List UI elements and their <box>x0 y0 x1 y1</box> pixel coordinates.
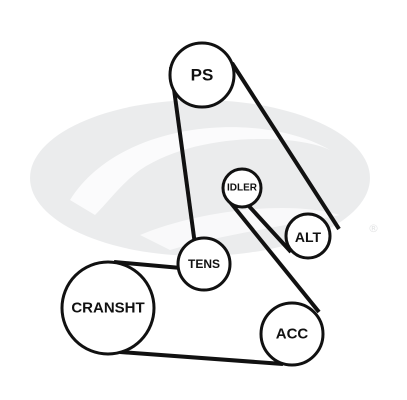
belt-span-ps-tens <box>169 66 198 253</box>
pulley-ps: PS <box>168 41 236 109</box>
belt-span-idler-acc <box>224 195 321 314</box>
pulley-label-alt: ALT <box>295 229 322 245</box>
belt-span-tens-cransht <box>113 260 182 270</box>
belt-span-cransht-acc <box>119 350 284 366</box>
pulley-label-idler: IDLER <box>227 183 258 194</box>
pulley-label-cransht: CRANSHT <box>71 300 144 317</box>
pulley-label-acc: ACC <box>276 326 309 343</box>
pulley-idler: IDLER <box>221 167 263 209</box>
pulley-label-tens: TENS <box>188 257 220 271</box>
registered-mark: ® <box>368 222 379 235</box>
pulley-tens: TENS <box>176 236 232 292</box>
belt-span-ps-alt <box>230 61 341 231</box>
pulley-cransht: CRANSHT <box>60 260 156 356</box>
pulley-label-ps: PS <box>191 66 214 85</box>
brand-watermark: ® <box>30 100 379 256</box>
pulley-alt: ALT <box>284 212 332 260</box>
pulley-acc: ACC <box>259 301 325 367</box>
